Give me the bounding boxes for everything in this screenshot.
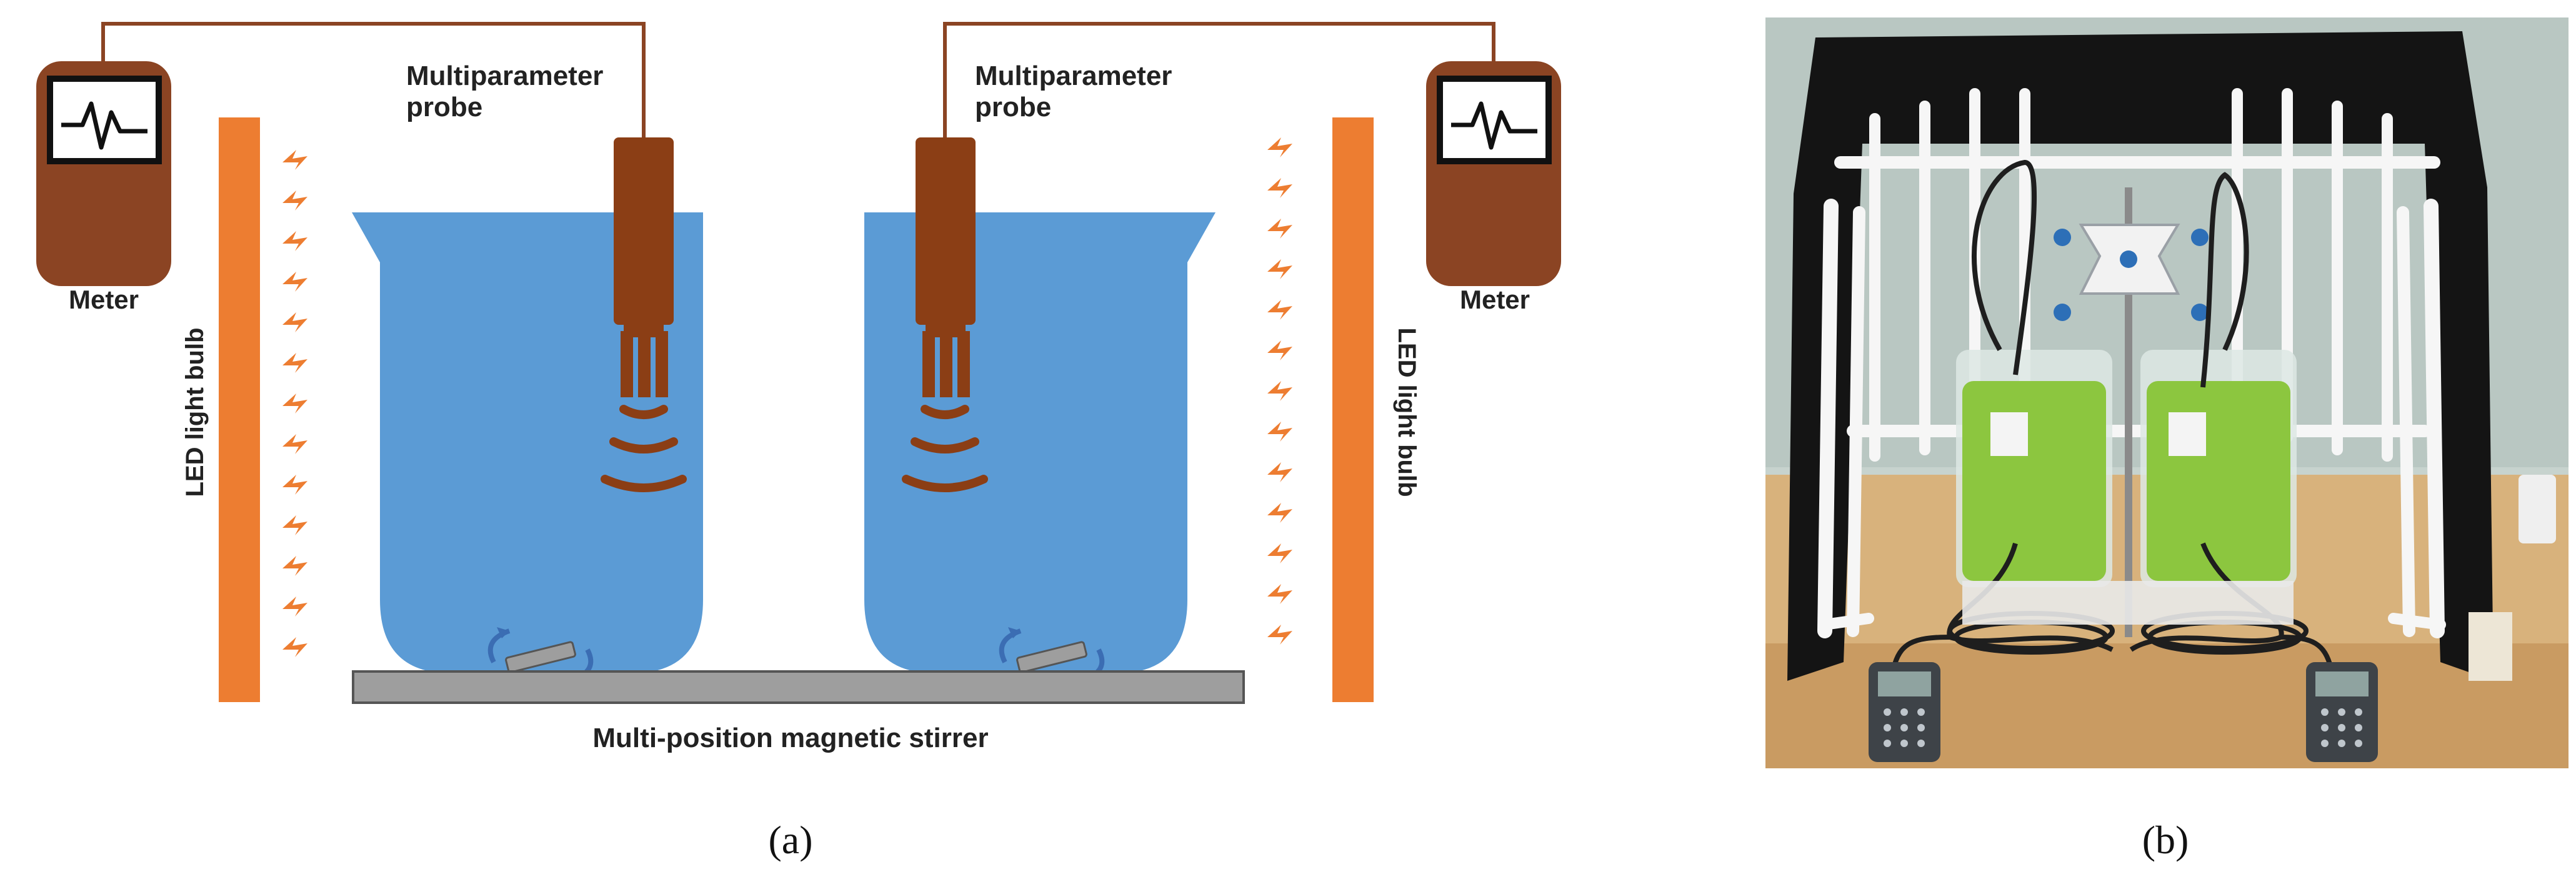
led-right-label: LED light bulb (1393, 327, 1420, 497)
cable-right (943, 22, 1495, 137)
stirrer-label: Multi-position magnetic stirrer (592, 723, 988, 753)
led-bar-left (219, 117, 260, 702)
probe-right-label-line1: Multiparameter (975, 61, 1172, 91)
caption-b: (b) (2142, 818, 2189, 862)
cable-left (101, 22, 646, 137)
probe-left (605, 137, 682, 488)
panel-a-diagram: Meter Meter Multiparameter probe Multipa… (36, 22, 1561, 753)
beaker-left (352, 212, 703, 673)
photo-meter-right (2306, 662, 2378, 762)
photo-meter-left (1869, 662, 1940, 762)
meter-left-device (36, 61, 171, 286)
led-left-label: LED light bulb (181, 327, 209, 497)
meter-right-device (1426, 61, 1561, 286)
black-cloth-canopy (1787, 31, 2494, 681)
photo-power-strip (2469, 612, 2512, 681)
photo-beaker-right (2140, 350, 2297, 587)
led-bar-right (1332, 117, 1374, 702)
photo-beaker-left (1956, 350, 2112, 587)
probe-right-label-line2: probe (975, 92, 1051, 122)
meter-left-label: Meter (69, 285, 139, 314)
clamp-stand (2054, 187, 2209, 637)
light-rays-right (1267, 137, 1292, 645)
meter-right-label: Meter (1460, 285, 1530, 314)
caption-a: (a) (768, 818, 812, 862)
probe-right (906, 137, 984, 488)
photo-adapter (2519, 475, 2556, 543)
probe-left-label-line2: probe (406, 92, 482, 122)
light-rays-left (282, 150, 307, 657)
probe-left-label-line1: Multiparameter (406, 61, 603, 91)
panel-b-photo (1765, 17, 2569, 768)
magnetic-stirrer-plate (352, 670, 1245, 704)
photo-stirrer-base (1962, 581, 2294, 625)
